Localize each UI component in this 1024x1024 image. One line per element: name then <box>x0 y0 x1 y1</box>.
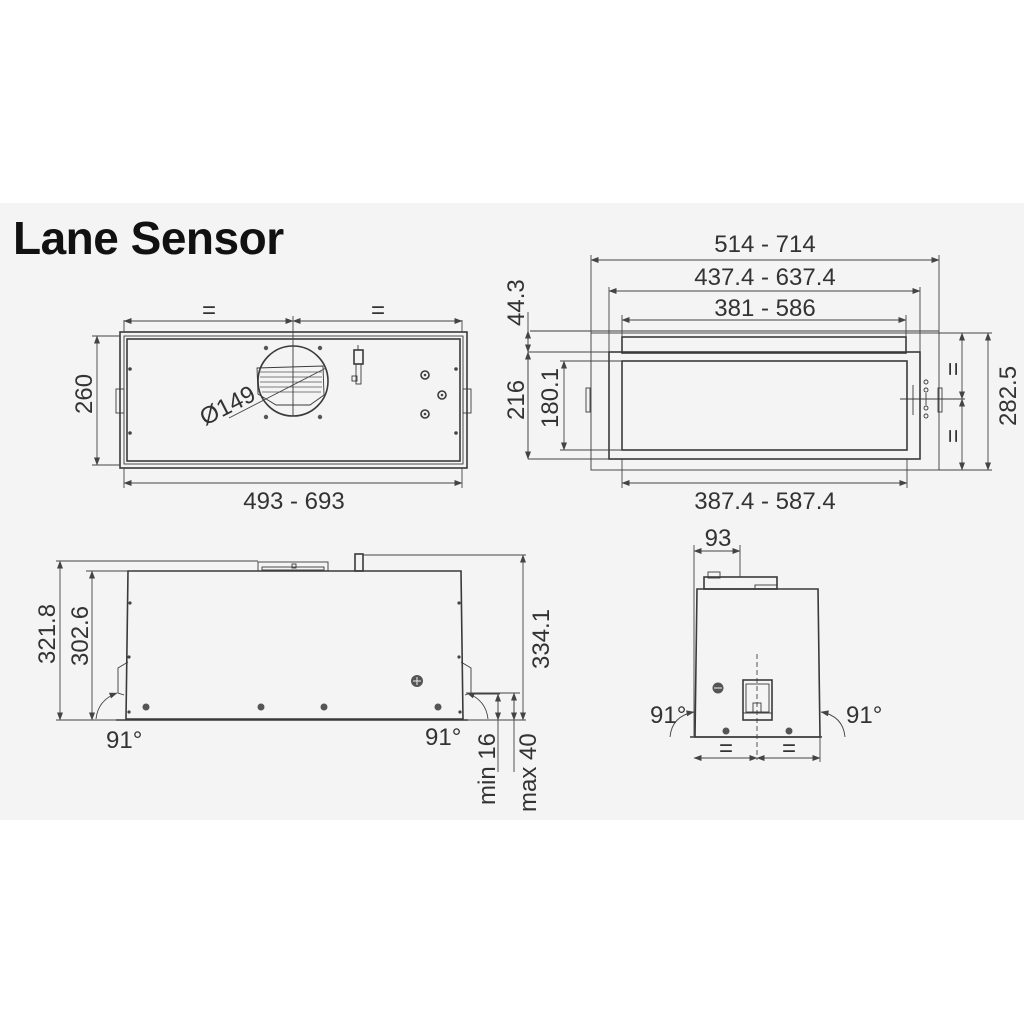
width-493-693-label: 493 - 693 <box>243 488 344 515</box>
top-view: Ø149 = = 260 493 - 693 <box>71 297 472 515</box>
end-ground-screw-icon <box>712 682 724 694</box>
top-view-outer-frame <box>119 331 468 469</box>
width-437-637-label: 437.4 - 637.4 <box>694 264 835 291</box>
end-angle-arc-left <box>669 710 695 738</box>
height-282-label: 282.5 <box>995 366 1022 426</box>
height-334-label: 334.1 <box>528 609 555 669</box>
width-381-586-label: 381 - 586 <box>714 295 815 322</box>
fan-outlet-icon <box>256 345 329 420</box>
diameter-leader <box>228 367 327 419</box>
min-16-label: min 16 <box>474 733 501 805</box>
width-387-587-label: 387.4 - 587.4 <box>694 488 835 515</box>
end-view: 93 91° 91° = = <box>650 525 882 762</box>
end-equal-left: = <box>719 735 733 762</box>
angle-right-label: 91° <box>425 724 461 751</box>
mounting-screws-icon <box>420 370 447 419</box>
end-equal-right: = <box>782 735 796 762</box>
end-angle-arc-right <box>820 710 846 738</box>
width-93-label: 93 <box>705 525 732 552</box>
left-tab <box>115 388 125 414</box>
equal-mark-top: = <box>940 362 967 376</box>
height-302-label: 302.6 <box>67 606 94 666</box>
angle-arc-right <box>466 692 489 720</box>
right-tab <box>462 388 472 414</box>
end-angle-right-label: 91° <box>846 702 882 729</box>
angle-arc-left <box>95 692 118 720</box>
end-body <box>694 588 821 738</box>
top-view-inner-panel <box>126 338 461 462</box>
top-offset-44-label: 44.3 <box>503 279 530 326</box>
height-260-label: 260 <box>71 374 98 414</box>
height-321-label: 321.8 <box>34 604 61 664</box>
left-bracket <box>117 661 129 696</box>
front-outer-panel <box>590 332 940 471</box>
control-buttons-icon <box>923 379 929 419</box>
page-title: Lane Sensor <box>13 212 284 264</box>
equal-mark-right: = <box>371 297 385 324</box>
diameter-label: Ø149 <box>195 381 260 432</box>
front-top-strip <box>621 336 907 354</box>
side-body <box>125 570 464 720</box>
max-40-label: max 40 <box>515 733 542 812</box>
front-view: 514 - 714 437.4 - 637.4 381 - 586 387.4 … <box>503 231 1022 515</box>
equal-mark-bottom: = <box>940 429 967 443</box>
side-connector-icon <box>354 553 364 572</box>
side-view: 321.8 302.6 334.1 min 16 max 40 91° 91° <box>34 553 555 812</box>
connector-icon <box>351 345 364 385</box>
front-body-frame <box>608 351 921 460</box>
equal-mark-left: = <box>202 297 216 324</box>
height-216-label: 216 <box>503 380 530 420</box>
front-filter-panel <box>621 360 908 451</box>
width-514-714-label: 514 - 714 <box>714 231 815 258</box>
angle-left-label: 91° <box>106 727 142 754</box>
end-top-housing <box>703 576 778 590</box>
ground-screw-icon <box>411 675 423 687</box>
height-180-label: 180.1 <box>537 368 564 428</box>
motor-box-icon <box>742 679 773 721</box>
end-angle-left-label: 91° <box>650 702 686 729</box>
